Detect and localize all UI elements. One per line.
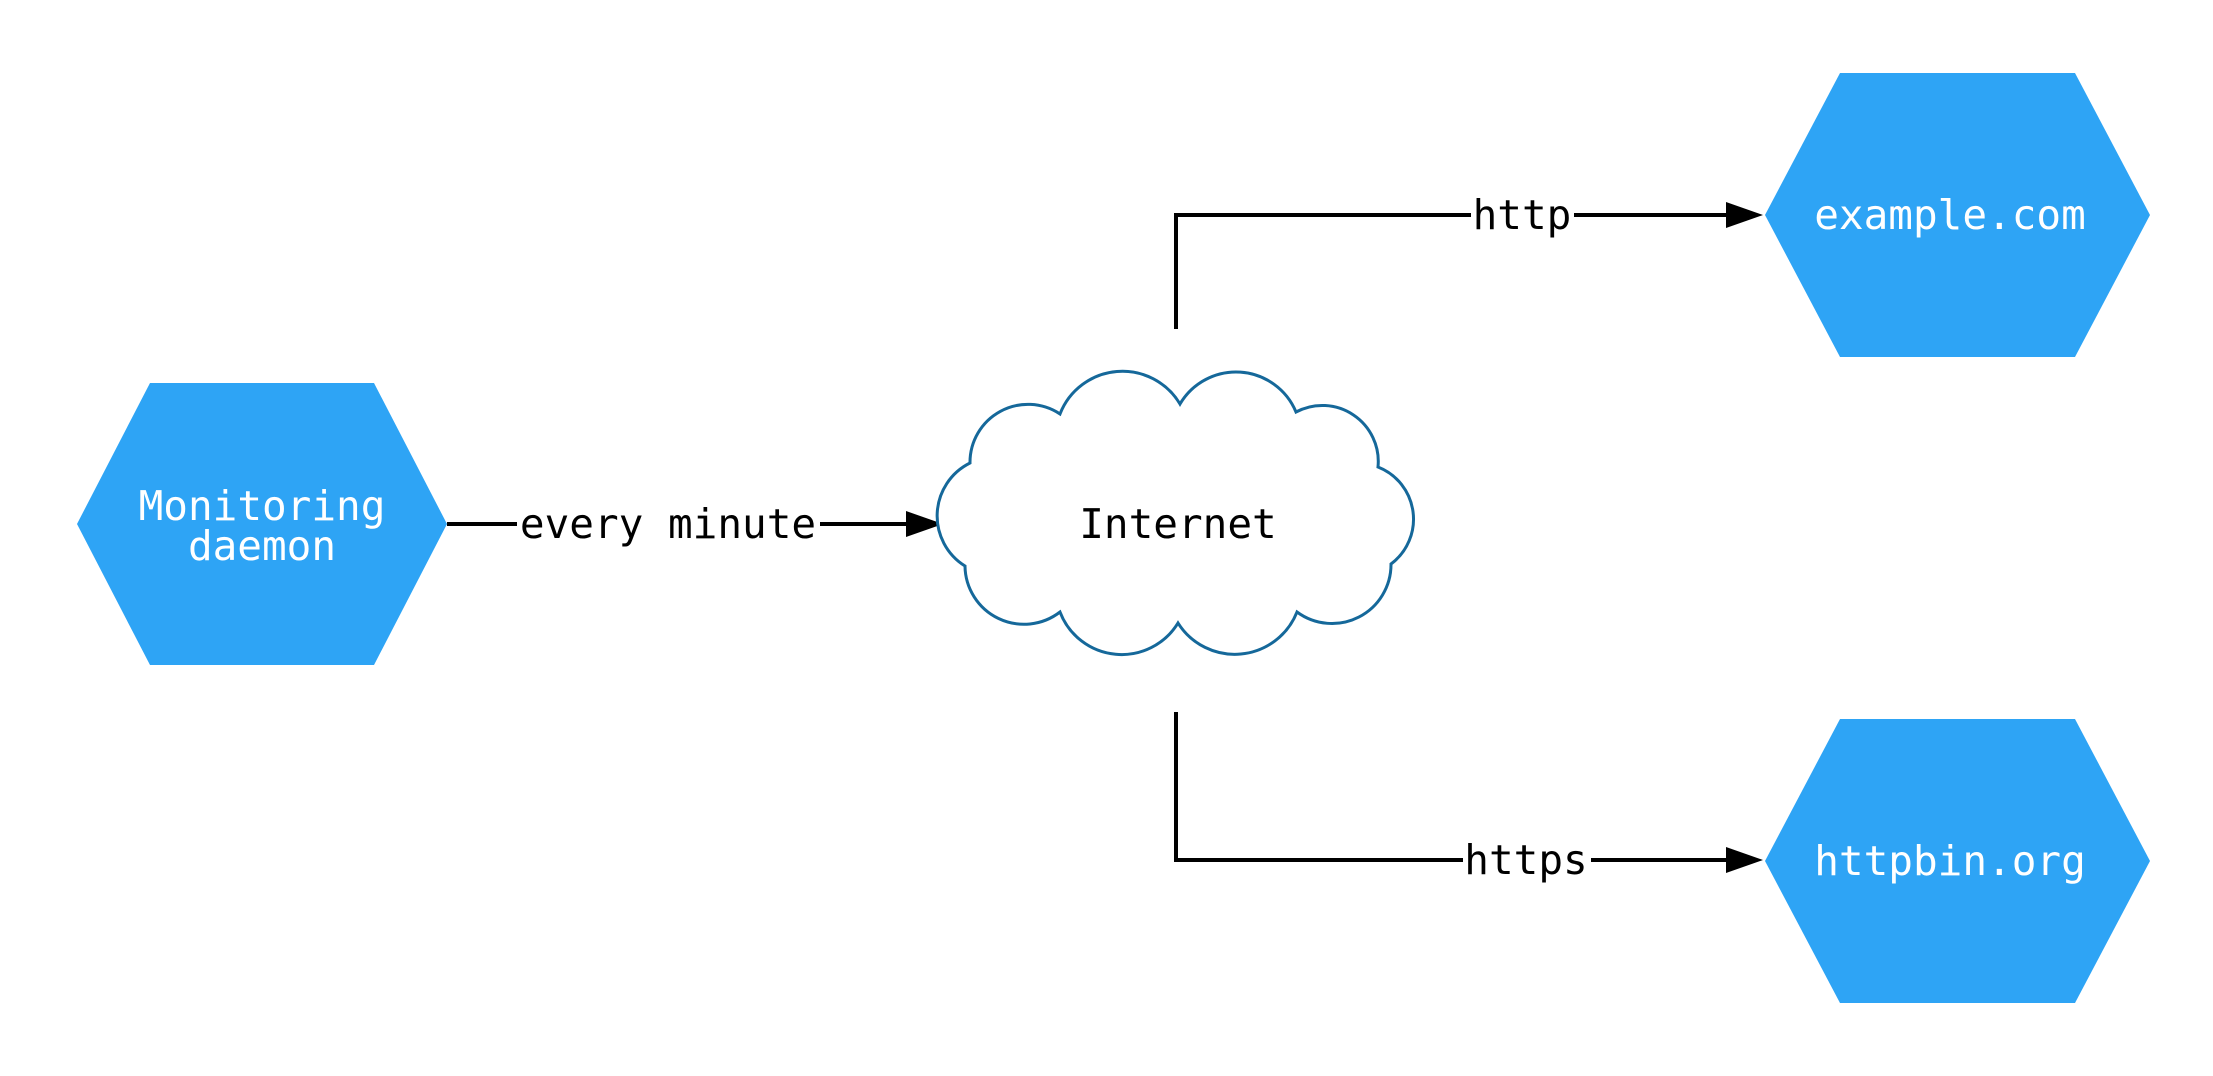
internet-cloud-node: Internet bbox=[935, 369, 1415, 657]
httpbin-org-node: httpbin.org bbox=[1765, 719, 2150, 1003]
example-com-node: example.com bbox=[1765, 73, 2150, 357]
example-com-label: example.com bbox=[1814, 191, 2086, 239]
edge-http-line bbox=[1174, 213, 1726, 329]
httpbin-org-hexagon bbox=[1765, 719, 2150, 1003]
edge-https-label: https bbox=[1464, 836, 1587, 884]
edge-https-line bbox=[1174, 712, 1726, 862]
httpbin-org-label: httpbin.org bbox=[1814, 837, 2086, 885]
edge-http-label: http bbox=[1473, 191, 1572, 239]
monitoring-daemon-node: Monitoring daemon bbox=[77, 383, 447, 665]
internet-label: Internet bbox=[1079, 500, 1276, 548]
monitoring-daemon-label-line2: daemon bbox=[188, 522, 336, 570]
edge-https: https bbox=[1174, 712, 1763, 884]
edge-every-minute: every minute bbox=[447, 500, 943, 548]
cloud-icon bbox=[935, 369, 1415, 657]
arrowhead-icon bbox=[1726, 847, 1763, 873]
example-com-hexagon bbox=[1765, 73, 2150, 357]
monitoring-daemon-label-line1: Monitoring bbox=[139, 482, 386, 530]
arrowhead-icon bbox=[906, 511, 943, 537]
monitoring-daemon-hexagon bbox=[77, 383, 447, 665]
arrowhead-icon bbox=[1726, 202, 1763, 228]
edge-http: http bbox=[1174, 191, 1763, 329]
edge-every-minute-label: every minute bbox=[520, 500, 816, 548]
